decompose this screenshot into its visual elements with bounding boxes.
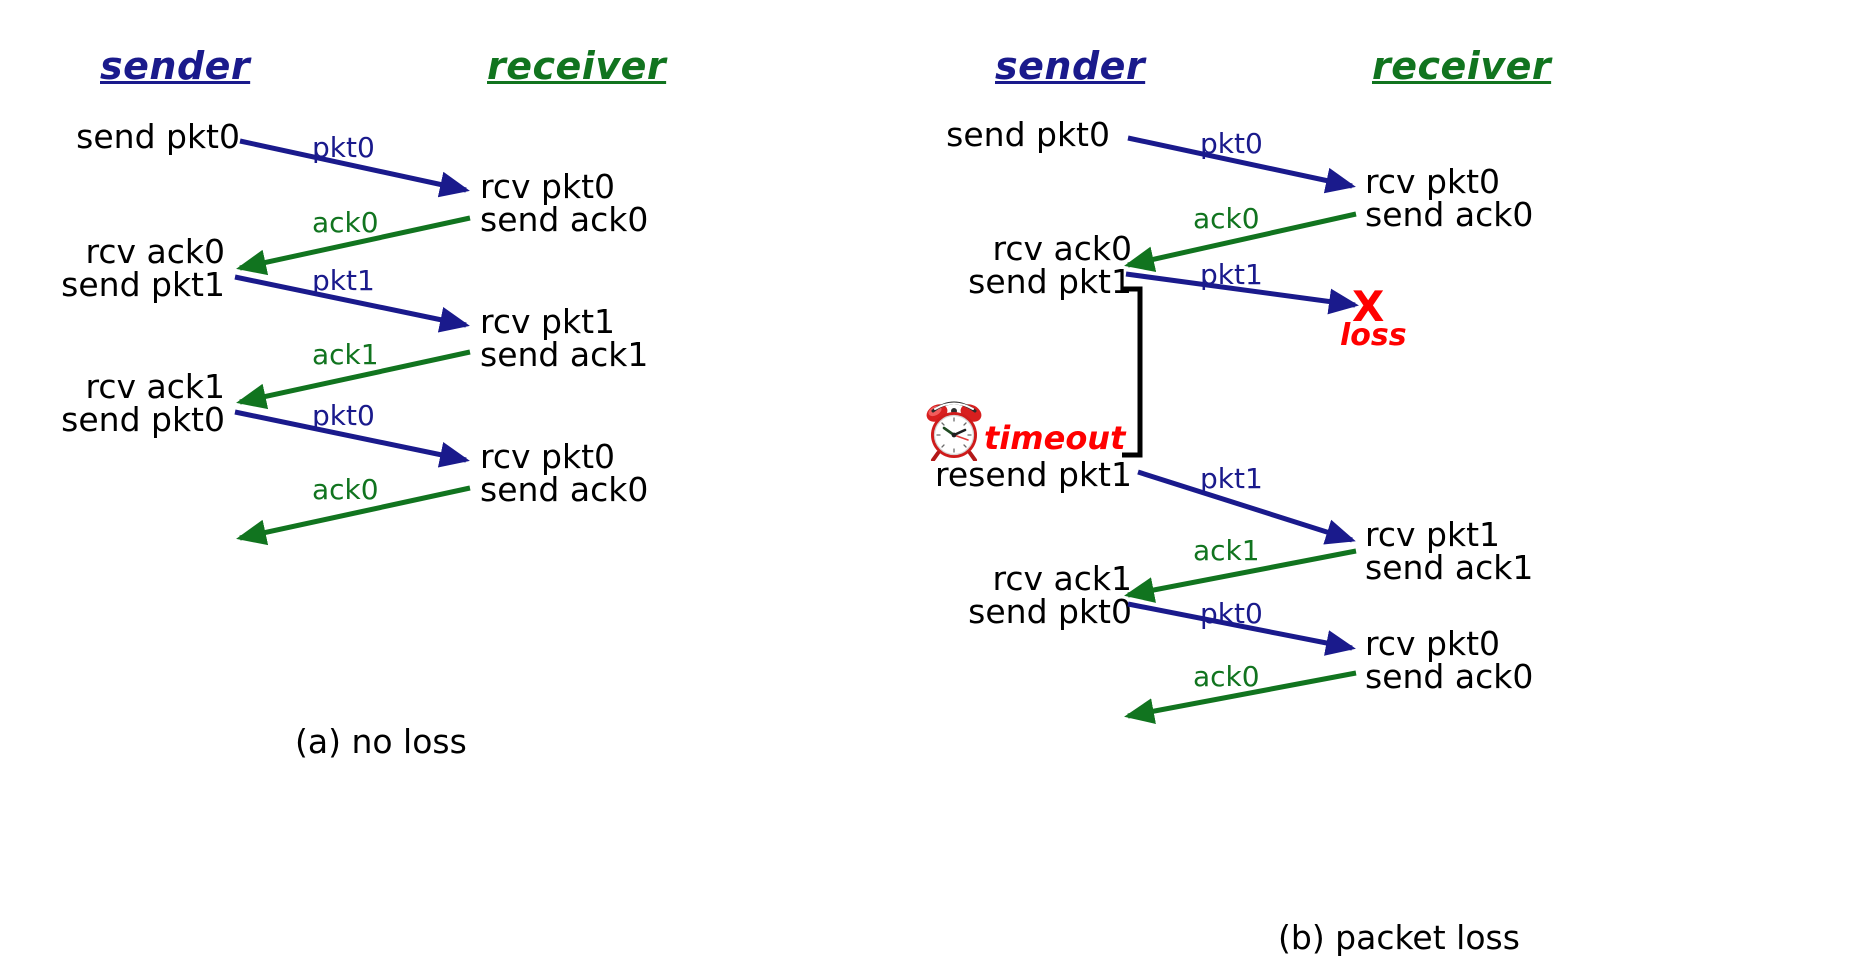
panel-a-sender-title: sender	[100, 44, 251, 88]
panel-no-loss: sender receiver send pkt0 rcv ack0 send …	[0, 0, 900, 976]
panel-b-msg-6-label: ack0	[1193, 660, 1260, 693]
panel-b-msg-4-label: ack1	[1193, 534, 1260, 567]
panel-a-receiver-event-2-line1: rcv pkt0	[480, 437, 615, 476]
panel-a-caption: (a) no loss	[295, 722, 467, 761]
panel-b-sender-event-1-line2: send pkt1	[968, 262, 1132, 301]
panel-b-msg-3-label: pkt1	[1200, 462, 1263, 495]
loss-label: loss	[1340, 318, 1407, 353]
panel-b-msg-1-label: ack0	[1193, 202, 1260, 235]
panel-a-receiver-event-0-line2: send ack0	[480, 200, 649, 239]
panel-b-msg-5-label: pkt0	[1200, 597, 1263, 630]
panel-b-sender-title: sender	[995, 44, 1146, 88]
panel-b-receiver-event-0-line1: rcv pkt0	[1365, 162, 1500, 201]
panel-b-sender-event-3-line2: send pkt0	[968, 592, 1132, 631]
panel-a-receiver-event-2-line2: send ack0	[480, 470, 649, 509]
panel-a-receiver-title: receiver	[487, 44, 667, 88]
panel-b-receiver-event-0-line2: send ack0	[1365, 195, 1534, 234]
panel-a-msg-5-label: ack0	[312, 473, 379, 506]
panel-a-sender-event-2-line2: send pkt0	[61, 400, 225, 439]
panel-b-msg-0-label: pkt0	[1200, 127, 1263, 160]
panel-b-receiver-event-1-line2: send ack1	[1365, 548, 1534, 587]
panel-a-msg-0-label: pkt0	[312, 131, 375, 164]
panel-a-msg-2-label: pkt1	[312, 264, 375, 297]
panel-b-receiver-title: receiver	[1372, 44, 1552, 88]
panel-b-caption: (b) packet loss	[1278, 918, 1520, 957]
panel-a-sender-event-1-line2: send pkt1	[61, 265, 225, 304]
panel-a-msg-1-label: ack0	[312, 206, 379, 239]
panel-b-msg-2-label: pkt1	[1200, 258, 1263, 291]
panel-b-receiver-event-1-line1: rcv pkt1	[1365, 515, 1500, 554]
panel-b-receiver-event-2-line1: rcv pkt0	[1365, 624, 1500, 663]
panel-b-receiver-event-2-line2: send ack0	[1365, 657, 1534, 696]
panel-packet-loss: sender receiver send pkt0 rcv ack0 send …	[900, 0, 1854, 976]
panel-a-msg-3-label: ack1	[312, 338, 379, 371]
panel-a-sender-event-2-line1: rcv ack1	[85, 367, 225, 406]
timeout-label: timeout	[984, 419, 1126, 457]
panel-a-sender-event-1-line1: rcv ack0	[85, 232, 225, 271]
panel-b-sender-event-0-line1: send pkt0	[946, 115, 1110, 154]
panel-a-receiver-event-1-line1: rcv pkt1	[480, 302, 615, 341]
panel-a-receiver-event-0-line1: rcv pkt0	[480, 167, 615, 206]
panel-a-sender-event-0-line1: send pkt0	[76, 117, 240, 156]
alarm-clock-icon	[922, 397, 986, 462]
panel-a-msg-4-label: pkt0	[312, 399, 375, 432]
panel-b-sender-event-2-line1: resend pkt1	[935, 455, 1132, 494]
panel-a-receiver-event-1-line2: send ack1	[480, 335, 649, 374]
panel-b-sender-event-1-line1: rcv ack0	[992, 229, 1132, 268]
panel-b-sender-event-3-line1: rcv ack1	[992, 559, 1132, 598]
